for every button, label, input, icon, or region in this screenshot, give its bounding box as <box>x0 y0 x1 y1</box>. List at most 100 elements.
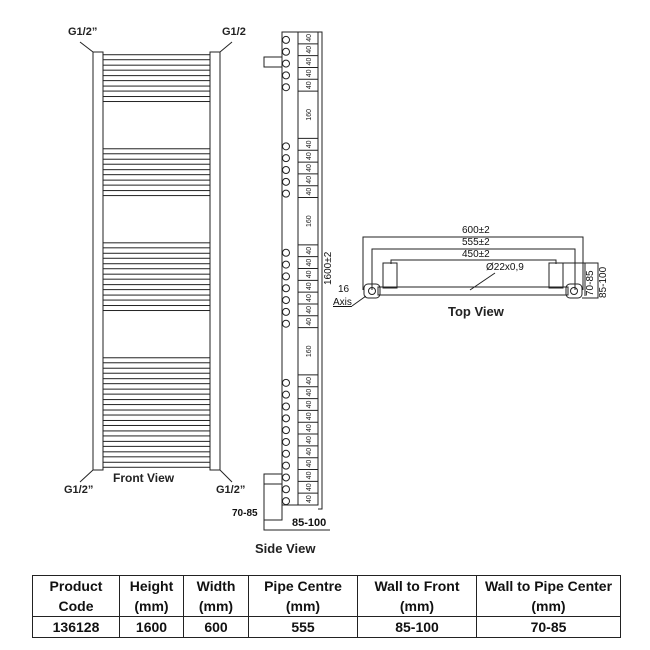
header-cell: Wall to Pipe Center(mm) <box>476 575 621 617</box>
front-leader <box>219 469 233 483</box>
front-top-right-thread: G1/2 <box>222 26 246 38</box>
side-bar-circle <box>282 260 290 269</box>
front-towel-bar <box>102 252 211 259</box>
side-dim-label: 40 <box>306 69 313 77</box>
side-bar-circle <box>282 284 290 293</box>
front-towel-bar <box>102 263 211 270</box>
top-tube-dim: Ø22x0,9 <box>486 262 524 273</box>
front-towel-bar <box>102 294 211 301</box>
side-dim-label: 40 <box>306 294 313 302</box>
side-dim-label: 40 <box>306 176 313 184</box>
front-left-rail <box>92 51 104 471</box>
front-towel-bar <box>102 461 211 468</box>
side-dim-85-100-line <box>263 484 330 531</box>
side-bar-circle <box>282 177 290 186</box>
side-bar-circle <box>282 414 290 423</box>
side-bar-circle <box>282 272 290 281</box>
side-wall-to-pipe: 70-85 <box>232 508 258 519</box>
front-leader <box>219 41 233 53</box>
side-bar-circle <box>282 47 290 56</box>
side-bar-circle <box>282 165 290 174</box>
front-towel-bar <box>102 440 211 447</box>
side-bar-circle <box>282 142 290 151</box>
side-bar-circle <box>282 473 290 482</box>
top-dim-70-85: 70-85 <box>585 270 596 296</box>
front-towel-bar <box>102 419 211 426</box>
side-dim-label: 40 <box>306 471 313 479</box>
side-bar-circle <box>282 296 290 305</box>
side-dim-label: 40 <box>306 164 313 172</box>
front-towel-bar <box>102 96 211 103</box>
header-cell: Pipe Centre(mm) <box>248 575 358 617</box>
front-towel-bar <box>102 399 211 406</box>
technical-drawing: 4040404040160404040404016040404040404040… <box>79 31 599 531</box>
top-axis-label: Axis <box>333 297 352 308</box>
side-dim-label: 40 <box>306 377 313 385</box>
top-450-line <box>390 259 557 264</box>
side-bar-circle <box>282 402 290 411</box>
front-towel-bar <box>102 148 211 155</box>
front-towel-bar <box>102 409 211 416</box>
front-view-title: Front View <box>113 471 175 485</box>
side-dim-label: 40 <box>306 448 313 456</box>
side-dim-label: 40 <box>306 424 313 432</box>
side-rail <box>281 31 299 506</box>
front-towel-bar <box>102 430 211 437</box>
top-side-dims <box>563 262 599 299</box>
top-inner-dim: 450±2 <box>462 249 490 260</box>
front-towel-bar <box>102 179 211 186</box>
cell-pipe-centre: 555 <box>248 616 358 638</box>
side-dim-label: 40 <box>306 495 313 503</box>
front-bottom-right-thread: G1/2” <box>216 484 246 496</box>
header-cell: Width(mm) <box>183 575 249 617</box>
side-dim-label: 40 <box>306 259 313 267</box>
side-dim-label: 40 <box>306 412 313 420</box>
side-bar-circle <box>282 497 290 506</box>
top-tube <box>377 286 569 296</box>
front-leader <box>79 469 94 483</box>
top-axis-number: 16 <box>338 284 350 295</box>
top-width-dim: 600±2 <box>462 225 490 236</box>
side-dim-label: 40 <box>306 140 313 148</box>
top-view-title: Top View <box>448 304 504 319</box>
side-overall-line <box>318 31 323 510</box>
side-dim-label: 40 <box>306 152 313 160</box>
side-dim-label: 40 <box>306 58 313 66</box>
side-bar-circle <box>282 449 290 458</box>
side-dim-label: 40 <box>306 483 313 491</box>
top-left-bracket <box>382 262 398 289</box>
side-bar-circle <box>282 307 290 316</box>
front-towel-bar <box>102 388 211 395</box>
side-bar-circle <box>282 154 290 163</box>
front-towel-bar <box>102 75 211 82</box>
top-axis-leader <box>351 295 367 307</box>
side-bar-circle <box>282 248 290 257</box>
front-right-rail <box>209 51 221 471</box>
top-right-bracket <box>548 262 564 289</box>
front-towel-bar <box>102 190 211 197</box>
front-towel-bar <box>102 54 211 61</box>
front-towel-bar <box>102 284 211 291</box>
side-dim-label: 40 <box>306 34 313 42</box>
cell-width: 600 <box>183 616 249 638</box>
front-towel-bar <box>102 367 211 374</box>
top-tube-leader <box>469 272 496 291</box>
front-towel-bar <box>102 85 211 92</box>
side-dim-label: 40 <box>306 282 313 290</box>
front-towel-bar <box>102 273 211 280</box>
side-bar-circle <box>282 59 290 68</box>
top-555-line <box>371 248 576 290</box>
side-bar-circle <box>282 390 290 399</box>
side-dim-label: 40 <box>306 436 313 444</box>
header-cell: Wall to Front(mm) <box>357 575 477 617</box>
side-dim-70-85-line <box>263 484 283 521</box>
side-bar-circle <box>282 319 290 328</box>
front-towel-bar <box>102 158 211 165</box>
side-dim-label: 160 <box>306 109 313 121</box>
cell-code: 136128 <box>32 616 120 638</box>
top-right-end <box>565 283 583 299</box>
side-dim-label: 40 <box>306 389 313 397</box>
front-top-left-thread: G1/2” <box>68 26 98 38</box>
